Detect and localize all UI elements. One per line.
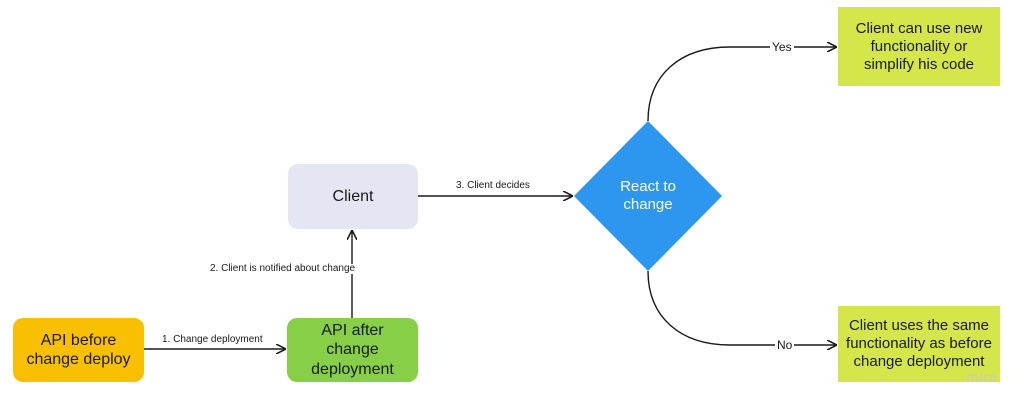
api-after-node[interactable]: API after change deployment [287,318,418,382]
api-after-label: API after change deployment [311,322,394,378]
edge-label-yes: Yes [770,40,794,54]
no-result-node[interactable]: Client uses the same functionality as be… [838,306,1000,382]
client-node[interactable]: Client [288,164,418,229]
yes-result-node[interactable]: Client can use new functionality or simp… [838,7,1000,86]
api-before-label: API before change deploy [26,331,131,368]
edge-yes [647,47,836,122]
no-result-label: Client uses the same functionality as be… [846,317,992,370]
edge-label-change-deployment: 1. Change deployment [162,334,263,345]
edge-label-no: No [775,338,795,352]
miro-watermark: miro [966,371,998,386]
edge-label-client-decides: 3. Client decides [456,180,530,191]
api-before-node[interactable]: API before change deploy [13,318,144,382]
client-label: Client [332,187,374,205]
edge-label-client-notified: 2. Client is notified about change [210,263,356,274]
decision-label: React to change [620,178,676,213]
decision-diamond[interactable] [574,121,722,271]
edge-no [647,270,836,345]
yes-result-label: Client can use new functionality or simp… [855,19,983,73]
